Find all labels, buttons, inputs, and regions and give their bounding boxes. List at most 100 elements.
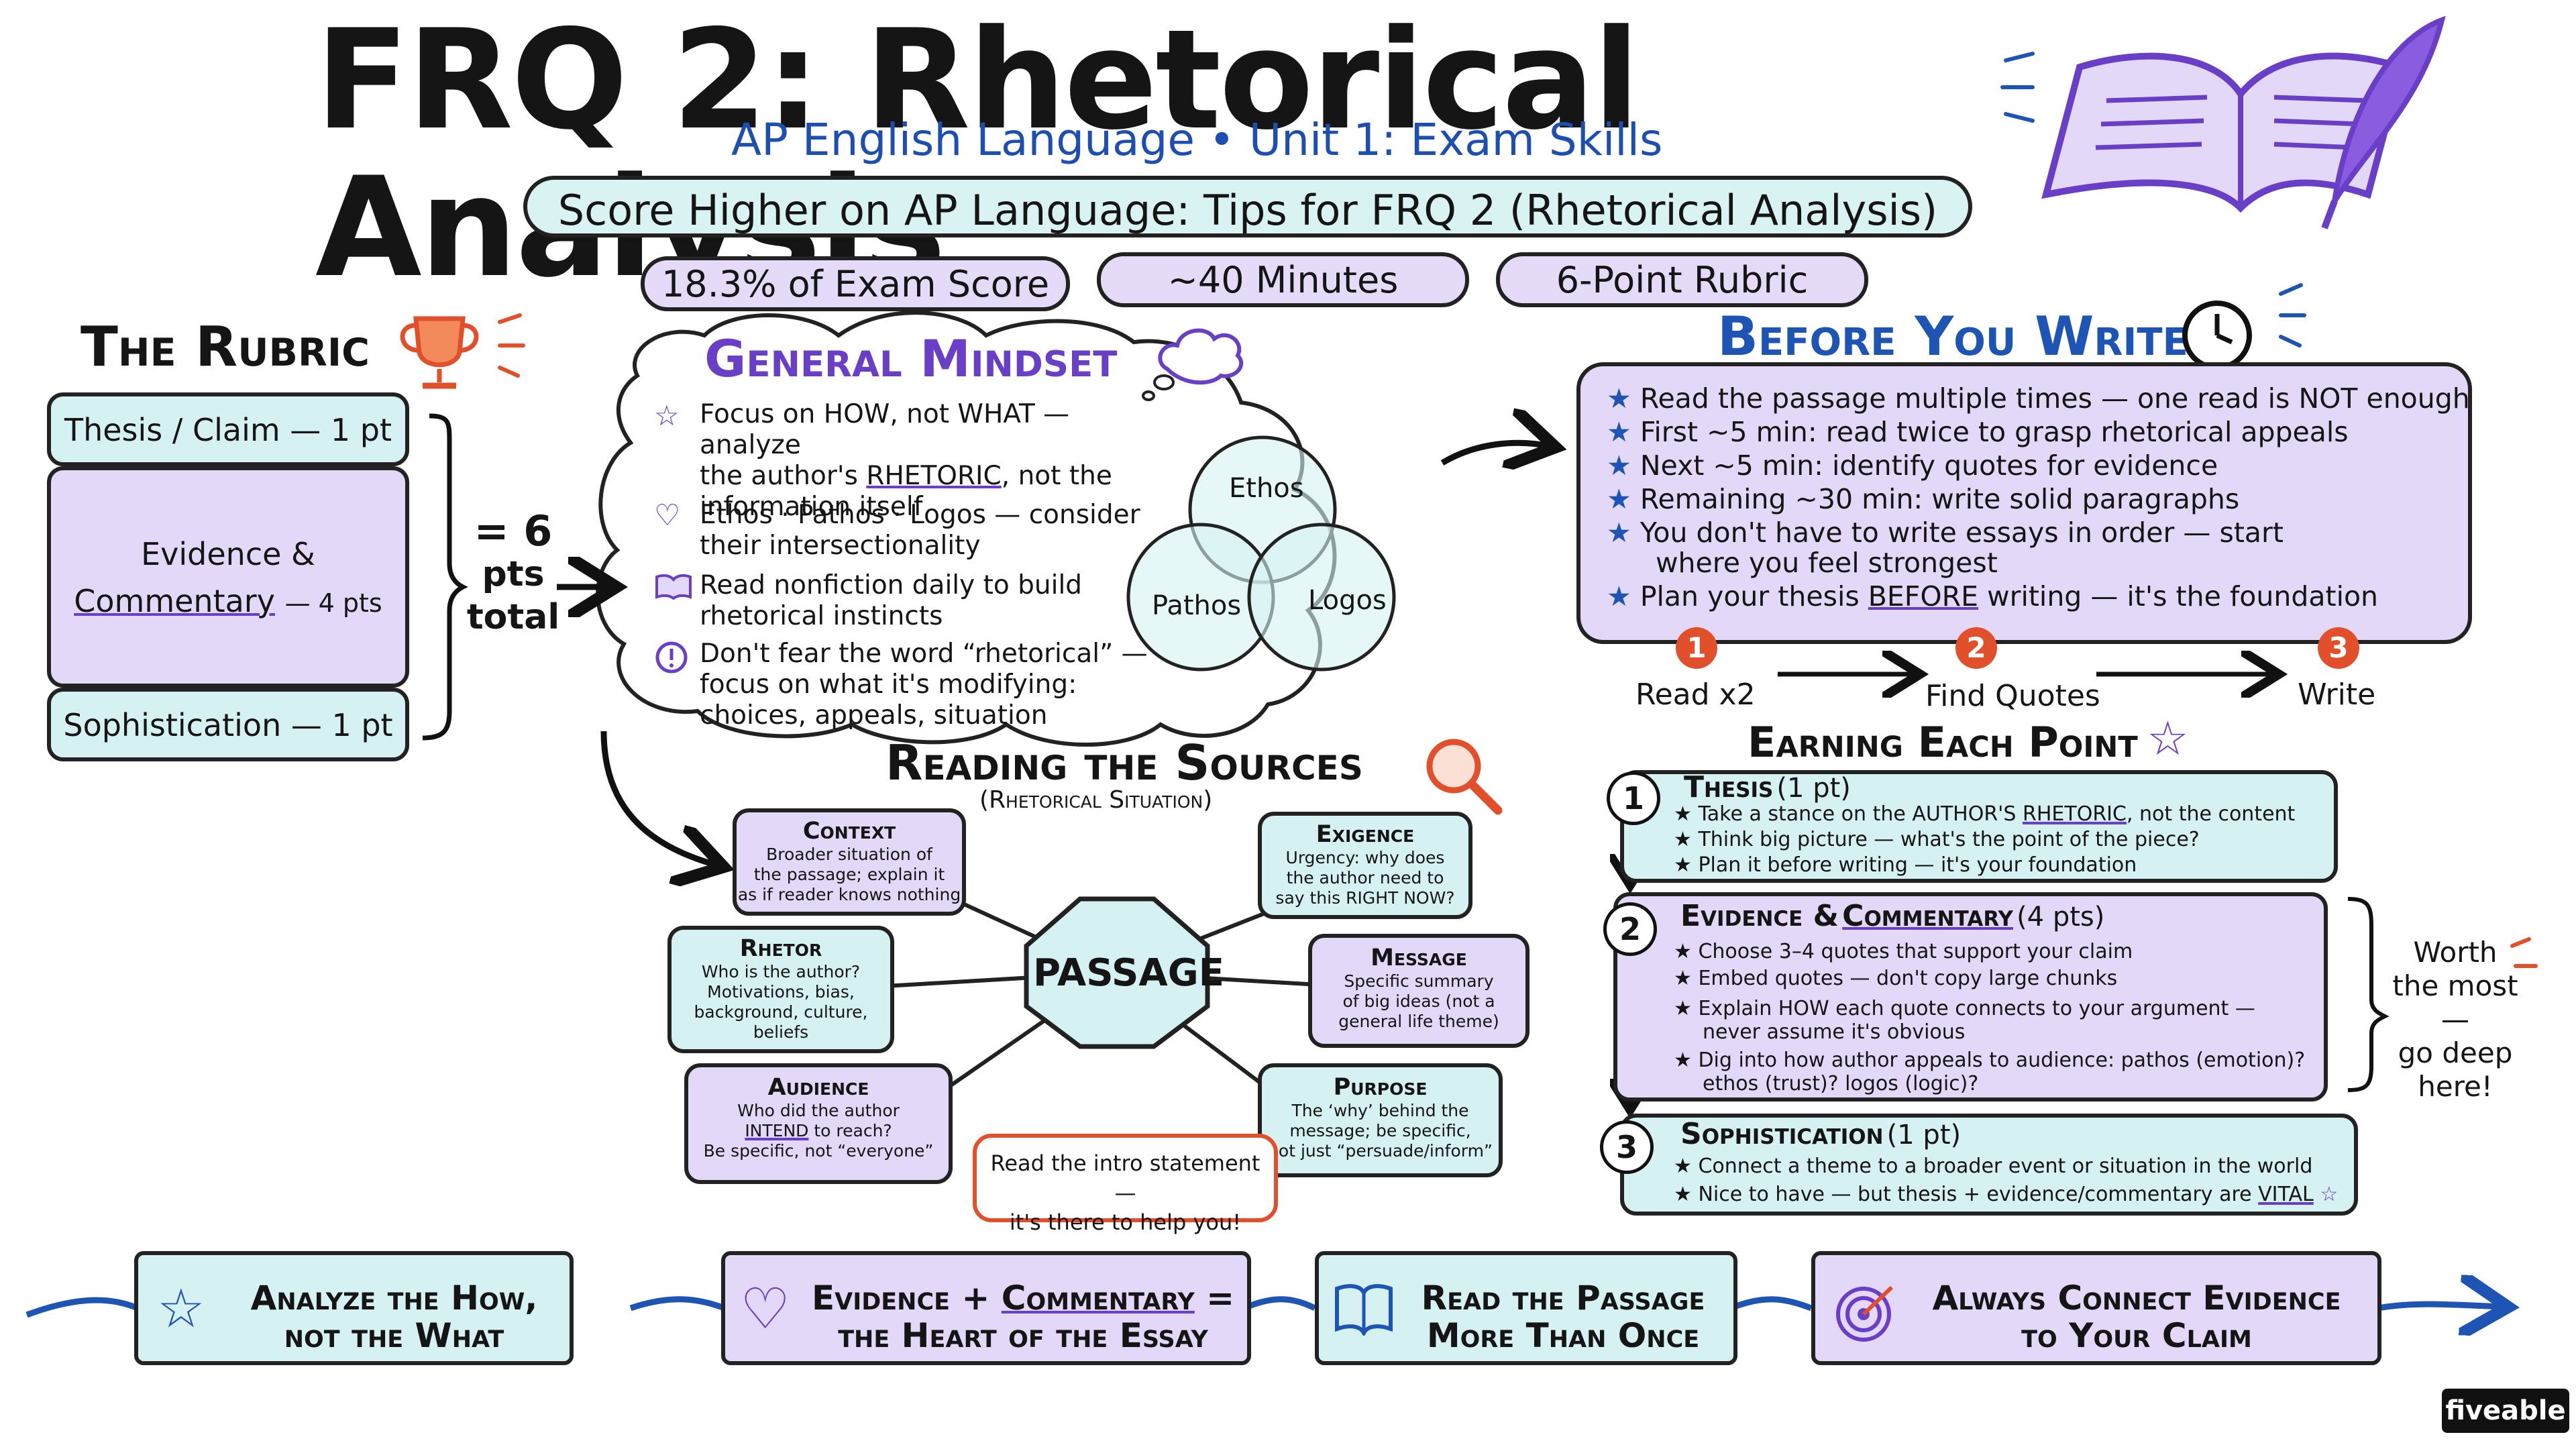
sparks-decoration-blue: [2000, 52, 2306, 347]
before-plan-a: Plan your thesis: [1640, 580, 1860, 612]
source-purpose-body-2: message; be specific,: [1289, 1121, 1471, 1140]
earning-sophistication-heading: Sophistication (1 pt): [1680, 1117, 1961, 1151]
source-context-body-1: Broader situation of: [766, 845, 932, 864]
exclamation-icon: [655, 641, 688, 674]
step-2-badge: 2: [1955, 627, 1997, 669]
earning-thesis-item-3-text: Plan it before writing — it's your found…: [1698, 853, 2137, 877]
earning-evidence-item-1-text: Choose 3–4 quotes that support your clai…: [1698, 940, 2133, 963]
earning-sophistication-item-2b: VITAL: [2258, 1183, 2314, 1206]
earning-sophistication-item-1-text: Connect a theme to a broader event or si…: [1698, 1155, 2313, 1178]
tips-banner: Score Higher on AP Language: Tips for FR…: [523, 176, 1972, 237]
before-item-6: ★ Plan your thesis BEFORE writing — it's…: [1607, 580, 2378, 613]
source-audience: Audience Who did the author INTEND to re…: [684, 1063, 953, 1184]
source-message: Message Specific summary of big ideas (n…: [1308, 934, 1529, 1048]
source-message-body-3: general life theme): [1338, 1012, 1499, 1031]
earning-evidence-item-3-cont: never assume it's obvious: [1703, 1020, 1966, 1044]
rubric-evidence-line1: Evidence &: [141, 536, 315, 572]
rubric-evidence: Evidence & Commentary — 4 pts: [47, 466, 409, 688]
earning-thesis-box: [1620, 770, 2338, 883]
sources-title: Reading the Sources: [885, 735, 1363, 791]
earning-evidence-item-2-text: Embed quotes — don't copy large chunks: [1698, 967, 2118, 990]
step-1-label: Read x2: [1635, 678, 1756, 712]
source-message-body-1: Specific summary: [1344, 971, 1494, 991]
source-purpose: Purpose The ‘why’ behind the message; be…: [1258, 1063, 1503, 1177]
sources-subtitle: (Rhetorical Situation): [979, 786, 1213, 814]
source-rhetor-body-3: background, culture,: [694, 1002, 868, 1022]
star-icon: ★: [1607, 449, 1631, 482]
source-exigence-body-2: the author need to: [1286, 868, 1444, 888]
takeaway-1-line1: Analyze the How,: [250, 1279, 538, 1318]
earning-thesis-num: 1: [1607, 771, 1660, 825]
target-icon: [1836, 1285, 1894, 1342]
source-exigence-body-1: Urgency: why does: [1285, 848, 1445, 867]
mindset-item-4-line3: choices, appeals, situation: [700, 700, 1048, 731]
before-item-5: ★ You don't have to write essays in orde…: [1607, 517, 2284, 549]
mindset-item-4: Don't fear the word “rhetorical” — focus…: [654, 639, 1191, 731]
worth-note-line1: Worth: [2413, 936, 2498, 969]
before-item-4-text: Remaining ~30 min: write solid paragraph…: [1640, 483, 2240, 515]
earning-evidence-item-2: ★ Embed quotes — don't copy large chunks: [1674, 967, 2118, 990]
venn-label-pathos: Pathos: [1152, 590, 1242, 621]
earning-thesis-pts: (1 pt): [1776, 773, 1851, 804]
passage-label: PASSAGE: [1033, 951, 1224, 995]
earning-sophistication-title: Sophistication: [1680, 1117, 1884, 1151]
rubric-evidence-commentary: Commentary: [74, 583, 275, 619]
source-message-body-2: of big ideas (not a: [1342, 991, 1495, 1011]
takeaway-4-line1: Always Connect Evidence: [1932, 1279, 2341, 1318]
source-audience-reach: to reach?: [808, 1121, 892, 1140]
earning-thesis-item-1a: Take a stance on the AUTHOR'S: [1698, 802, 2017, 826]
earning-sophistication-box: [1620, 1114, 2358, 1216]
mindset-item-1: ☆ Focus on HOW, not WHAT — analyze the a…: [654, 399, 1177, 523]
earning-thesis-title: Thesis: [1684, 770, 1774, 804]
before-box: [1576, 362, 2472, 644]
earning-sophistication-item-2: ★ Nice to have — but thesis + evidence/c…: [1674, 1183, 2339, 1206]
star-icon: ☆: [2320, 1183, 2339, 1206]
takeaway-1: ☆ Analyze the How, not the What: [134, 1251, 574, 1365]
earning-evidence-item-4: ★ Dig into how author appeals to audienc…: [1674, 1049, 2306, 1072]
source-rhetor-body-1: Who is the author?: [701, 962, 861, 981]
bottom-wave-line: [25, 1299, 2502, 1315]
intro-note-line2: it's there to help you!: [1009, 1210, 1242, 1235]
thought-bubble: [1142, 390, 1155, 401]
mindset-title: General Mindset: [704, 329, 1118, 388]
before-item-5-text: You don't have to write essays in order …: [1640, 517, 2284, 549]
source-context-title: Context: [802, 818, 896, 845]
source-audience-intend: INTEND: [745, 1121, 809, 1140]
stat-rubric: 6-Point Rubric: [1496, 252, 1868, 307]
passage-octagon: [1024, 896, 1210, 1049]
rubric-sophistication: Sophistication — 1 pt: [47, 688, 409, 761]
rubric-total-line3: total: [466, 597, 560, 637]
before-plan-b: BEFORE: [1868, 580, 1979, 612]
mindset-item-4-line1: Don't fear the word “rhetorical” —: [700, 639, 1148, 669]
takeaway-3: Read the Passage More Than Once: [1315, 1251, 1737, 1365]
star-icon: ☆: [2147, 711, 2189, 766]
step-3-badge: 3: [2318, 627, 2359, 669]
before-item-3: ★ Next ~5 min: identify quotes for evide…: [1607, 449, 2218, 482]
takeaway-2: ♡ Evidence + Commentary = the Heart of t…: [721, 1251, 1251, 1365]
before-item-5-cont: where you feel strongest: [1656, 547, 1998, 579]
before-plan-c: writing — it's the foundation: [1987, 580, 2379, 612]
before-item-3-text: Next ~5 min: identify quotes for evidenc…: [1640, 449, 2218, 482]
earning-evidence-num: 2: [1603, 902, 1657, 956]
mindset-item-3-line2: rhetorical instincts: [700, 601, 943, 631]
rubric-title: The Rubric: [80, 315, 370, 379]
mindset-item-1-text: the author's: [700, 461, 858, 491]
intro-note-line1: Read the intro statement —: [990, 1150, 1260, 1205]
venn-label-logos: Logos: [1308, 585, 1387, 616]
step-2-label: Find Quotes: [1925, 679, 2100, 713]
mindset-item-1-rhetoric: RHETORIC: [866, 461, 1002, 491]
earning-thesis-item-3: ★ Plan it before writing — it's your fou…: [1674, 853, 2137, 877]
earning-sophistication-pts: (1 pt): [1886, 1120, 1962, 1150]
earning-evidence-item-4-cont: ethos (trust)? logos (logic)?: [1703, 1072, 1979, 1095]
takeaway-4: Always Connect Evidence to Your Claim: [1811, 1251, 2381, 1365]
mindset-item-2-line2: their intersectionality: [700, 531, 981, 561]
heart-icon: ♡: [654, 498, 681, 533]
takeaway-1-line2: not the What: [284, 1316, 504, 1355]
before-item-2-text: First ~5 min: read twice to grasp rhetor…: [1640, 416, 2349, 448]
mindset-item-1-line2: the author's RHETORIC, not the: [700, 461, 1177, 492]
source-purpose-body-1: The ‘why’ behind the: [1291, 1101, 1469, 1120]
evidence-bracket: [2347, 897, 2390, 1092]
mindset-item-1-line3: information itself: [700, 492, 923, 522]
earning-sophistication-item-1: ★ Connect a theme to a broader event or …: [1674, 1155, 2313, 1178]
